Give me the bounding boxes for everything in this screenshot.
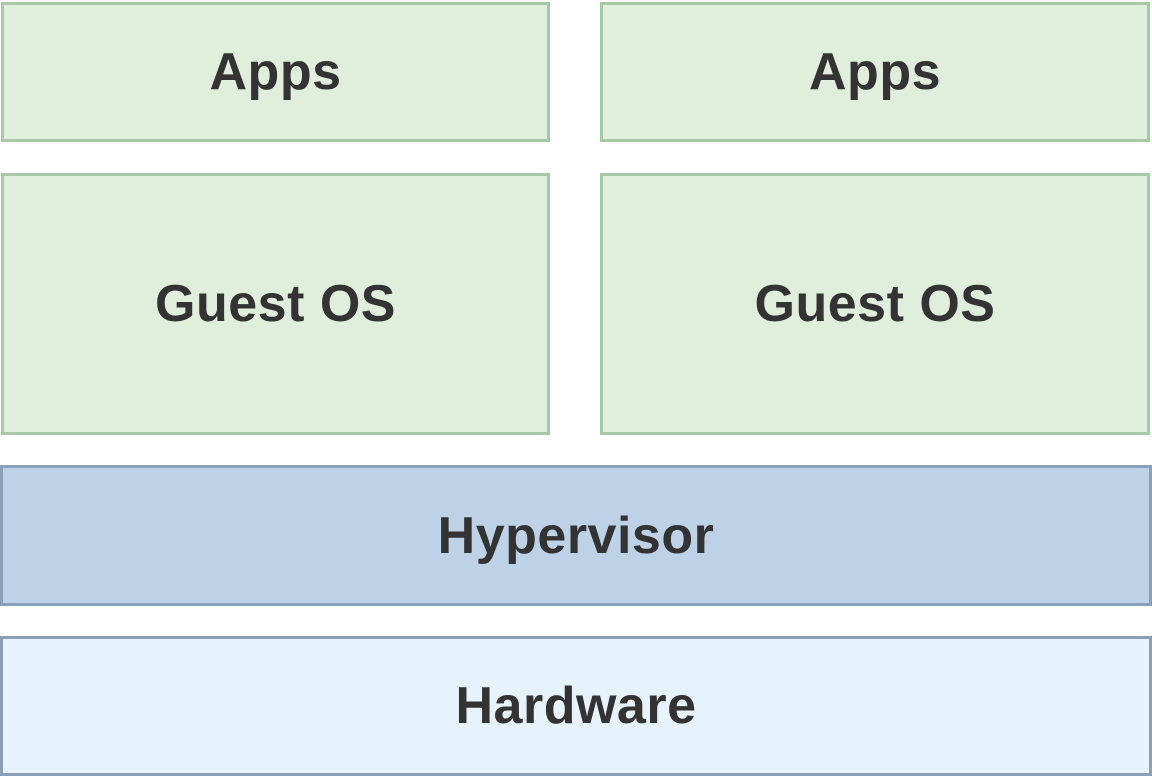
hypervisor-layer: Hypervisor [0, 465, 1152, 606]
apps-label-right: Apps [809, 43, 941, 101]
guest-os-label-left: Guest OS [155, 275, 396, 333]
hardware-label: Hardware [455, 677, 697, 735]
apps-layer-right: Apps [600, 2, 1150, 142]
guest-os-layer-left: Guest OS [1, 173, 550, 435]
guest-os-layer-right: Guest OS [600, 173, 1150, 435]
hardware-layer: Hardware [0, 636, 1152, 776]
hypervisor-label: Hypervisor [437, 506, 715, 565]
apps-layer-left: Apps [1, 2, 550, 142]
apps-label-left: Apps [209, 43, 342, 101]
guest-os-label-right: Guest OS [754, 275, 996, 333]
